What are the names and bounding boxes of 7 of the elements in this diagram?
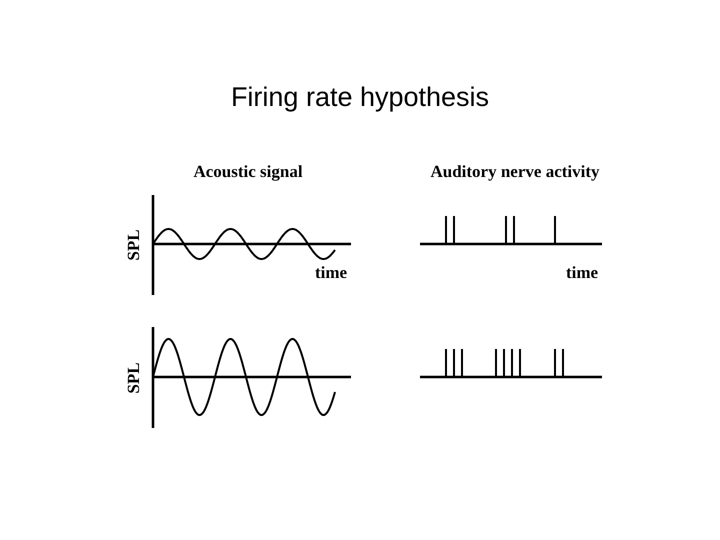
axis-label: SPL (124, 229, 144, 261)
axis-label: time (566, 263, 598, 283)
axis-label: time (314, 263, 348, 283)
panel-heading: Auditory nerve activity (430, 162, 600, 182)
title: Firing rate hypothesis (230, 81, 490, 114)
axis-label: SPL (124, 362, 144, 394)
panel-heading: Acoustic signal (193, 162, 303, 182)
